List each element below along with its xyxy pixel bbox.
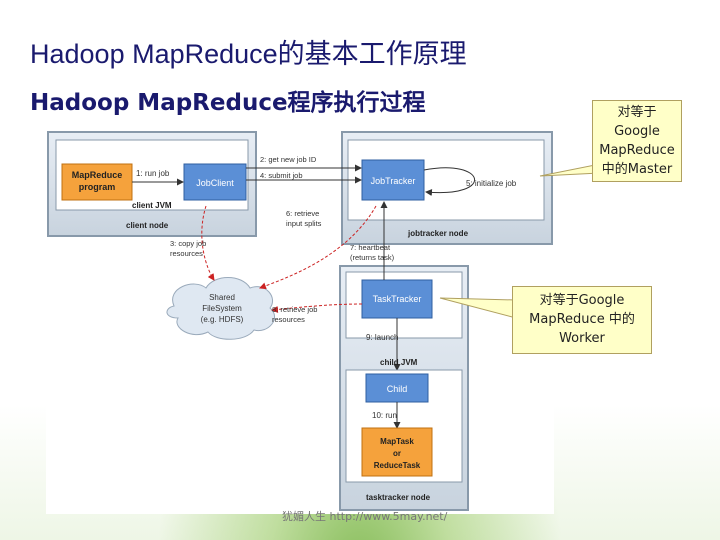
diagram-svg: MapReduce program JobClient 1: run job c… bbox=[47, 131, 553, 511]
worker-line3: Worker bbox=[559, 331, 605, 346]
step7b-label: (returns task) bbox=[350, 253, 395, 262]
step7a-label: 7: heartbeat bbox=[350, 243, 391, 252]
child-jvm-label: child JVM bbox=[380, 358, 418, 367]
fs-line2: FileSystem bbox=[202, 304, 242, 313]
step10-label: 10: run bbox=[372, 411, 397, 420]
step6a-label: 6: retrieve bbox=[286, 209, 319, 218]
master-line2: Google bbox=[614, 124, 660, 139]
master-line3: MapReduce bbox=[599, 143, 675, 158]
tasktracker-node-label: tasktracker node bbox=[366, 493, 431, 502]
master-line4: 中的Master bbox=[601, 162, 673, 177]
step3b-label: resources bbox=[170, 249, 203, 258]
client-node-label: client node bbox=[126, 221, 169, 230]
client-jvm-label: client JVM bbox=[132, 201, 172, 210]
mapreduce-diagram: MapReduce program JobClient 1: run job c… bbox=[46, 128, 554, 514]
page-subtitle: Hadoop MapReduce程序执行过程 bbox=[30, 90, 426, 116]
step8a-label: 8: retrieve job bbox=[272, 305, 317, 314]
jobclient-label: JobClient bbox=[196, 178, 234, 188]
task-box bbox=[361, 427, 433, 477]
master-line1: 对等于 bbox=[617, 105, 657, 120]
jobtracker-node-label: jobtracker node bbox=[407, 229, 469, 238]
jobtracker-label: JobTracker bbox=[371, 176, 416, 186]
client-node: MapReduce program JobClient 1: run job c… bbox=[47, 131, 257, 237]
program-line2: program bbox=[79, 182, 116, 192]
program-line1: MapReduce bbox=[72, 170, 123, 180]
step6b-label: input splits bbox=[286, 219, 322, 228]
master-callout: 对等于 Google MapReduce 中的Master bbox=[592, 100, 682, 182]
worker-line2: MapReduce 中的 bbox=[529, 312, 635, 327]
child-box bbox=[365, 373, 429, 403]
jobtracker-node: JobTracker 5: initialize job jobtracker … bbox=[341, 131, 553, 245]
fs-line3: (e.g. HDFS) bbox=[201, 315, 244, 324]
worker-callout: 对等于Google MapReduce 中的 Worker bbox=[512, 286, 652, 354]
task-line3: ReduceTask bbox=[374, 461, 421, 470]
step1-label: 1: run job bbox=[136, 169, 170, 178]
page-title: Hadoop MapReduce的基本工作原理 bbox=[30, 39, 467, 69]
jobclient-box bbox=[183, 163, 247, 201]
tasktracker-label: TaskTracker bbox=[373, 294, 422, 304]
task-line2: or bbox=[393, 449, 401, 458]
shared-filesystem: Shared FileSystem (e.g. HDFS) bbox=[166, 277, 276, 340]
task-line1: MapTask bbox=[380, 437, 414, 446]
fs-line1: Shared bbox=[209, 293, 235, 302]
step9-label: 9: launch bbox=[366, 333, 398, 342]
jobtracker-box bbox=[361, 159, 425, 201]
step3a-label: 3: copy job bbox=[170, 239, 206, 248]
step8b-label: resources bbox=[272, 315, 305, 324]
step5-label: 5: initialize job bbox=[466, 179, 517, 188]
tasktracker-node: TaskTracker 9: launch child JVM Child 10… bbox=[339, 265, 469, 511]
step2-label: 2: get new job ID bbox=[260, 155, 317, 164]
child-label: Child bbox=[387, 384, 408, 394]
tasktracker-box bbox=[361, 279, 433, 319]
step4-label: 4: submit job bbox=[260, 171, 303, 180]
mapreduce-program-box bbox=[61, 163, 133, 201]
worker-line1: 对等于Google bbox=[539, 293, 625, 308]
watermark: 犹媚人生 http://www.5may.net/ bbox=[282, 510, 448, 523]
